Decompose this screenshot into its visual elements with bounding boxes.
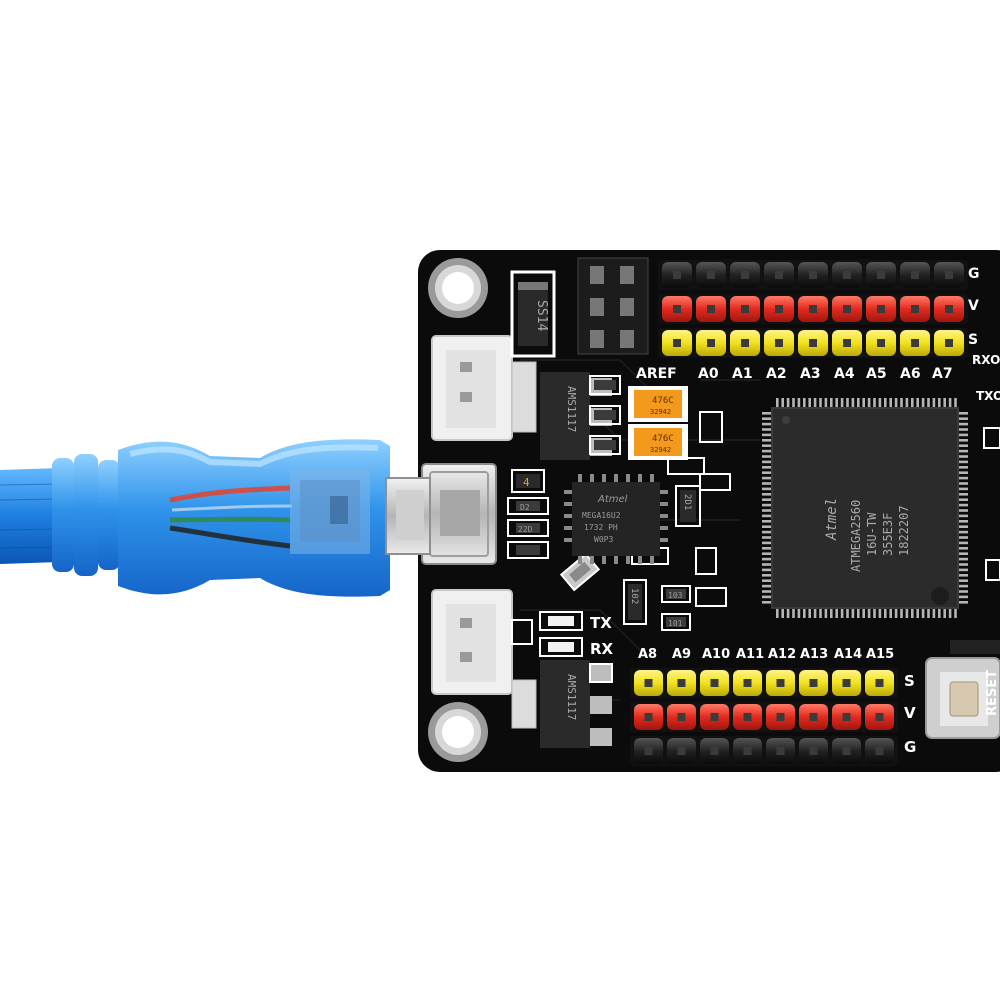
marker-top-s: S (968, 332, 978, 348)
mcu-line4: 1822207 (897, 505, 911, 556)
smd-label-d7: 101 (668, 619, 683, 628)
smd-label-d2: D2 (520, 503, 530, 512)
voltage-regulator-top: AMS1117 (540, 372, 612, 460)
marker-top-g: G (968, 266, 980, 282)
cap2-sublabel: 32942 (650, 446, 671, 454)
regulator-bottom-label: AMS1117 (565, 674, 578, 720)
mcu-line2: 16U-TW (865, 512, 879, 556)
reset-label: RESET (985, 670, 1000, 716)
label-aref: AREF (636, 366, 677, 382)
mcu-line3: 355E3F (881, 513, 895, 556)
label-a14: A14 (834, 647, 862, 662)
tantalum-capacitor-1: 476C 32942 (628, 386, 688, 422)
label-a10: A10 (702, 647, 730, 662)
micro-usb-port (421, 463, 497, 565)
diode-ss14: SS14 (510, 270, 556, 358)
tantalum-capacitor-2: 476C 32942 (628, 424, 688, 460)
label-a1: A1 (732, 366, 753, 382)
label-a6: A6 (900, 366, 921, 382)
label-a2: A2 (766, 366, 787, 382)
cap1-sublabel: 32942 (650, 408, 671, 416)
label-a7: A7 (932, 366, 953, 382)
main-microcontroller: Atmel ATMEGA2560 16U-TW 355E3F 1822207 (762, 398, 968, 618)
label-rx: RX (590, 640, 614, 658)
jst-connector-top (431, 335, 537, 441)
label-a8: A8 (638, 647, 657, 662)
mcu-line1: ATMEGA2560 (849, 500, 863, 572)
right-edge-parts (950, 427, 1000, 654)
label-a0: A0 (698, 366, 719, 382)
smd-label-d1: 4 (523, 476, 530, 489)
mcu-pins (762, 398, 968, 618)
cap2-label: 476C (652, 434, 674, 444)
label-tx: TX (590, 614, 612, 632)
marker-top-v: V (968, 298, 979, 314)
usb-chip-line2: 1732 PH (584, 523, 618, 532)
voltage-regulator-bottom: AMS1117 (540, 660, 612, 748)
top-header-red (658, 294, 968, 324)
top-header-black (658, 260, 968, 290)
label-a15: A15 (866, 647, 894, 662)
smd-label-d6: 103 (668, 591, 683, 600)
smd-label-d5: 102 (629, 588, 639, 604)
label-a13: A13 (800, 647, 828, 662)
bottom-header-black (630, 736, 898, 766)
label-a3: A3 (800, 366, 821, 382)
marker-bottom-v: V (904, 704, 916, 722)
regulator-top-label: AMS1117 (565, 386, 578, 432)
smd-label-d3: 22D (518, 525, 533, 534)
label-a11: A11 (736, 647, 764, 662)
bottom-header-red (630, 702, 898, 732)
cap1-label: 476C (652, 396, 674, 406)
smd-label-d4: 2D1 (682, 494, 692, 510)
mcu-brand: Atmel (824, 498, 840, 541)
usb-chip-brand: Atmel (597, 494, 628, 505)
bottom-header-labels: A8 A9 A10 A11 A12 A13 A14 A15 S V G (638, 647, 916, 756)
reset-button[interactable]: RESET (925, 657, 1000, 739)
icsp-header (577, 257, 649, 355)
top-header-yellow (658, 328, 968, 358)
label-txo: TXO (976, 389, 1000, 403)
usb-interface-chip: Atmel MEGA16U2 1732 PH W0P3 (564, 474, 668, 564)
label-a9: A9 (672, 647, 691, 662)
label-a12: A12 (768, 647, 796, 662)
top-right-markers: G V S RXO TXO (968, 266, 1000, 403)
mounting-hole-top (428, 258, 488, 318)
marker-bottom-g: G (904, 738, 916, 756)
label-a4: A4 (834, 366, 855, 382)
mounting-hole-bottom (428, 702, 488, 762)
top-header-labels: AREF A0 A1 A2 A3 A4 A5 A6 A7 (636, 366, 953, 382)
bottom-header-yellow (630, 668, 898, 698)
label-rxo: RXO (972, 353, 1000, 367)
usb-cable (0, 439, 431, 597)
usb-chip-line3: W0P3 (594, 535, 613, 544)
marker-bottom-s: S (904, 672, 915, 690)
status-leds: TX RX (539, 611, 614, 658)
usb-chip-line1: MEGA16U2 (582, 511, 621, 520)
label-a5: A5 (866, 366, 887, 382)
diode-label: SS14 (534, 300, 549, 331)
jst-connector-bottom (431, 589, 537, 729)
